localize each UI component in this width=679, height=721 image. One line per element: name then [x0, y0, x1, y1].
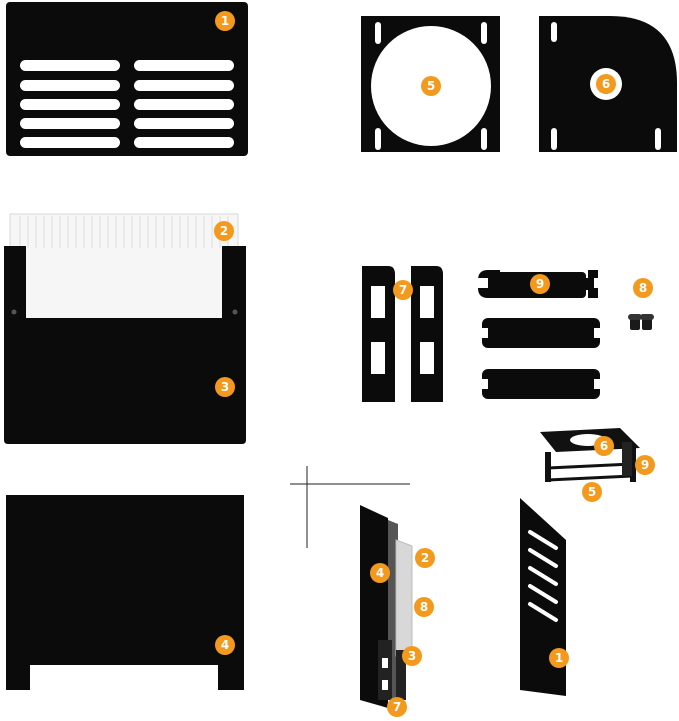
svg-text:3: 3 — [221, 380, 229, 394]
badge-1-side: 1 — [549, 648, 569, 668]
svg-text:7: 7 — [393, 700, 401, 714]
badge-3-stack: 3 — [402, 646, 422, 666]
svg-text:1: 1 — [555, 651, 563, 665]
svg-text:9: 9 — [536, 277, 544, 291]
side-vent-slots — [528, 530, 558, 622]
badge-8-mid: 8 — [633, 278, 653, 298]
badge-9-mid: 9 — [530, 274, 550, 294]
badge-9-asm: 9 — [635, 455, 655, 475]
badge-7-mid: 7 — [393, 280, 413, 300]
clip-notches — [478, 278, 604, 389]
vent-slots — [20, 60, 234, 148]
svg-text:1: 1 — [221, 14, 229, 28]
svg-text:3: 3 — [408, 649, 416, 663]
badge-4-stack: 4 — [370, 563, 390, 583]
badge-6-asm: 6 — [594, 436, 614, 456]
crosshair-lines — [290, 466, 410, 548]
svg-text:8: 8 — [420, 600, 428, 614]
badge-5-asm: 5 — [582, 482, 602, 502]
svg-text:2: 2 — [220, 224, 228, 238]
badge-2-stack: 2 — [415, 548, 435, 568]
badge-1-top: 1 — [215, 11, 235, 31]
vented-top-panel — [6, 2, 248, 156]
svg-text:6: 6 — [600, 439, 608, 453]
vertical-brackets — [362, 266, 443, 402]
side-vented-panel — [520, 498, 566, 696]
svg-text:2: 2 — [421, 551, 429, 565]
svg-text:9: 9 — [641, 458, 649, 472]
screws — [628, 314, 654, 330]
svg-text:5: 5 — [588, 485, 596, 499]
svg-text:6: 6 — [602, 77, 610, 91]
svg-text:5: 5 — [427, 79, 435, 93]
svg-text:4: 4 — [376, 566, 384, 580]
badge-8-stack: 8 — [414, 597, 434, 617]
badge-6-top: 6 — [596, 74, 616, 94]
svg-text:8: 8 — [639, 281, 647, 295]
stacked-assembly — [360, 505, 413, 708]
svg-text:7: 7 — [399, 283, 407, 297]
badge-3-left: 3 — [215, 377, 235, 397]
badge-2-left: 2 — [214, 221, 234, 241]
badge-5-top: 5 — [421, 76, 441, 96]
comb-teeth — [19, 216, 229, 248]
clear-comb-insert — [9, 213, 239, 321]
front-panel-with-cutout — [4, 246, 246, 444]
badge-7-stack: 7 — [387, 697, 407, 717]
badge-4-left: 4 — [215, 635, 235, 655]
svg-text:4: 4 — [221, 638, 229, 652]
assembled-fan-bracket — [540, 428, 640, 482]
back-panel-with-cutout — [6, 495, 244, 690]
